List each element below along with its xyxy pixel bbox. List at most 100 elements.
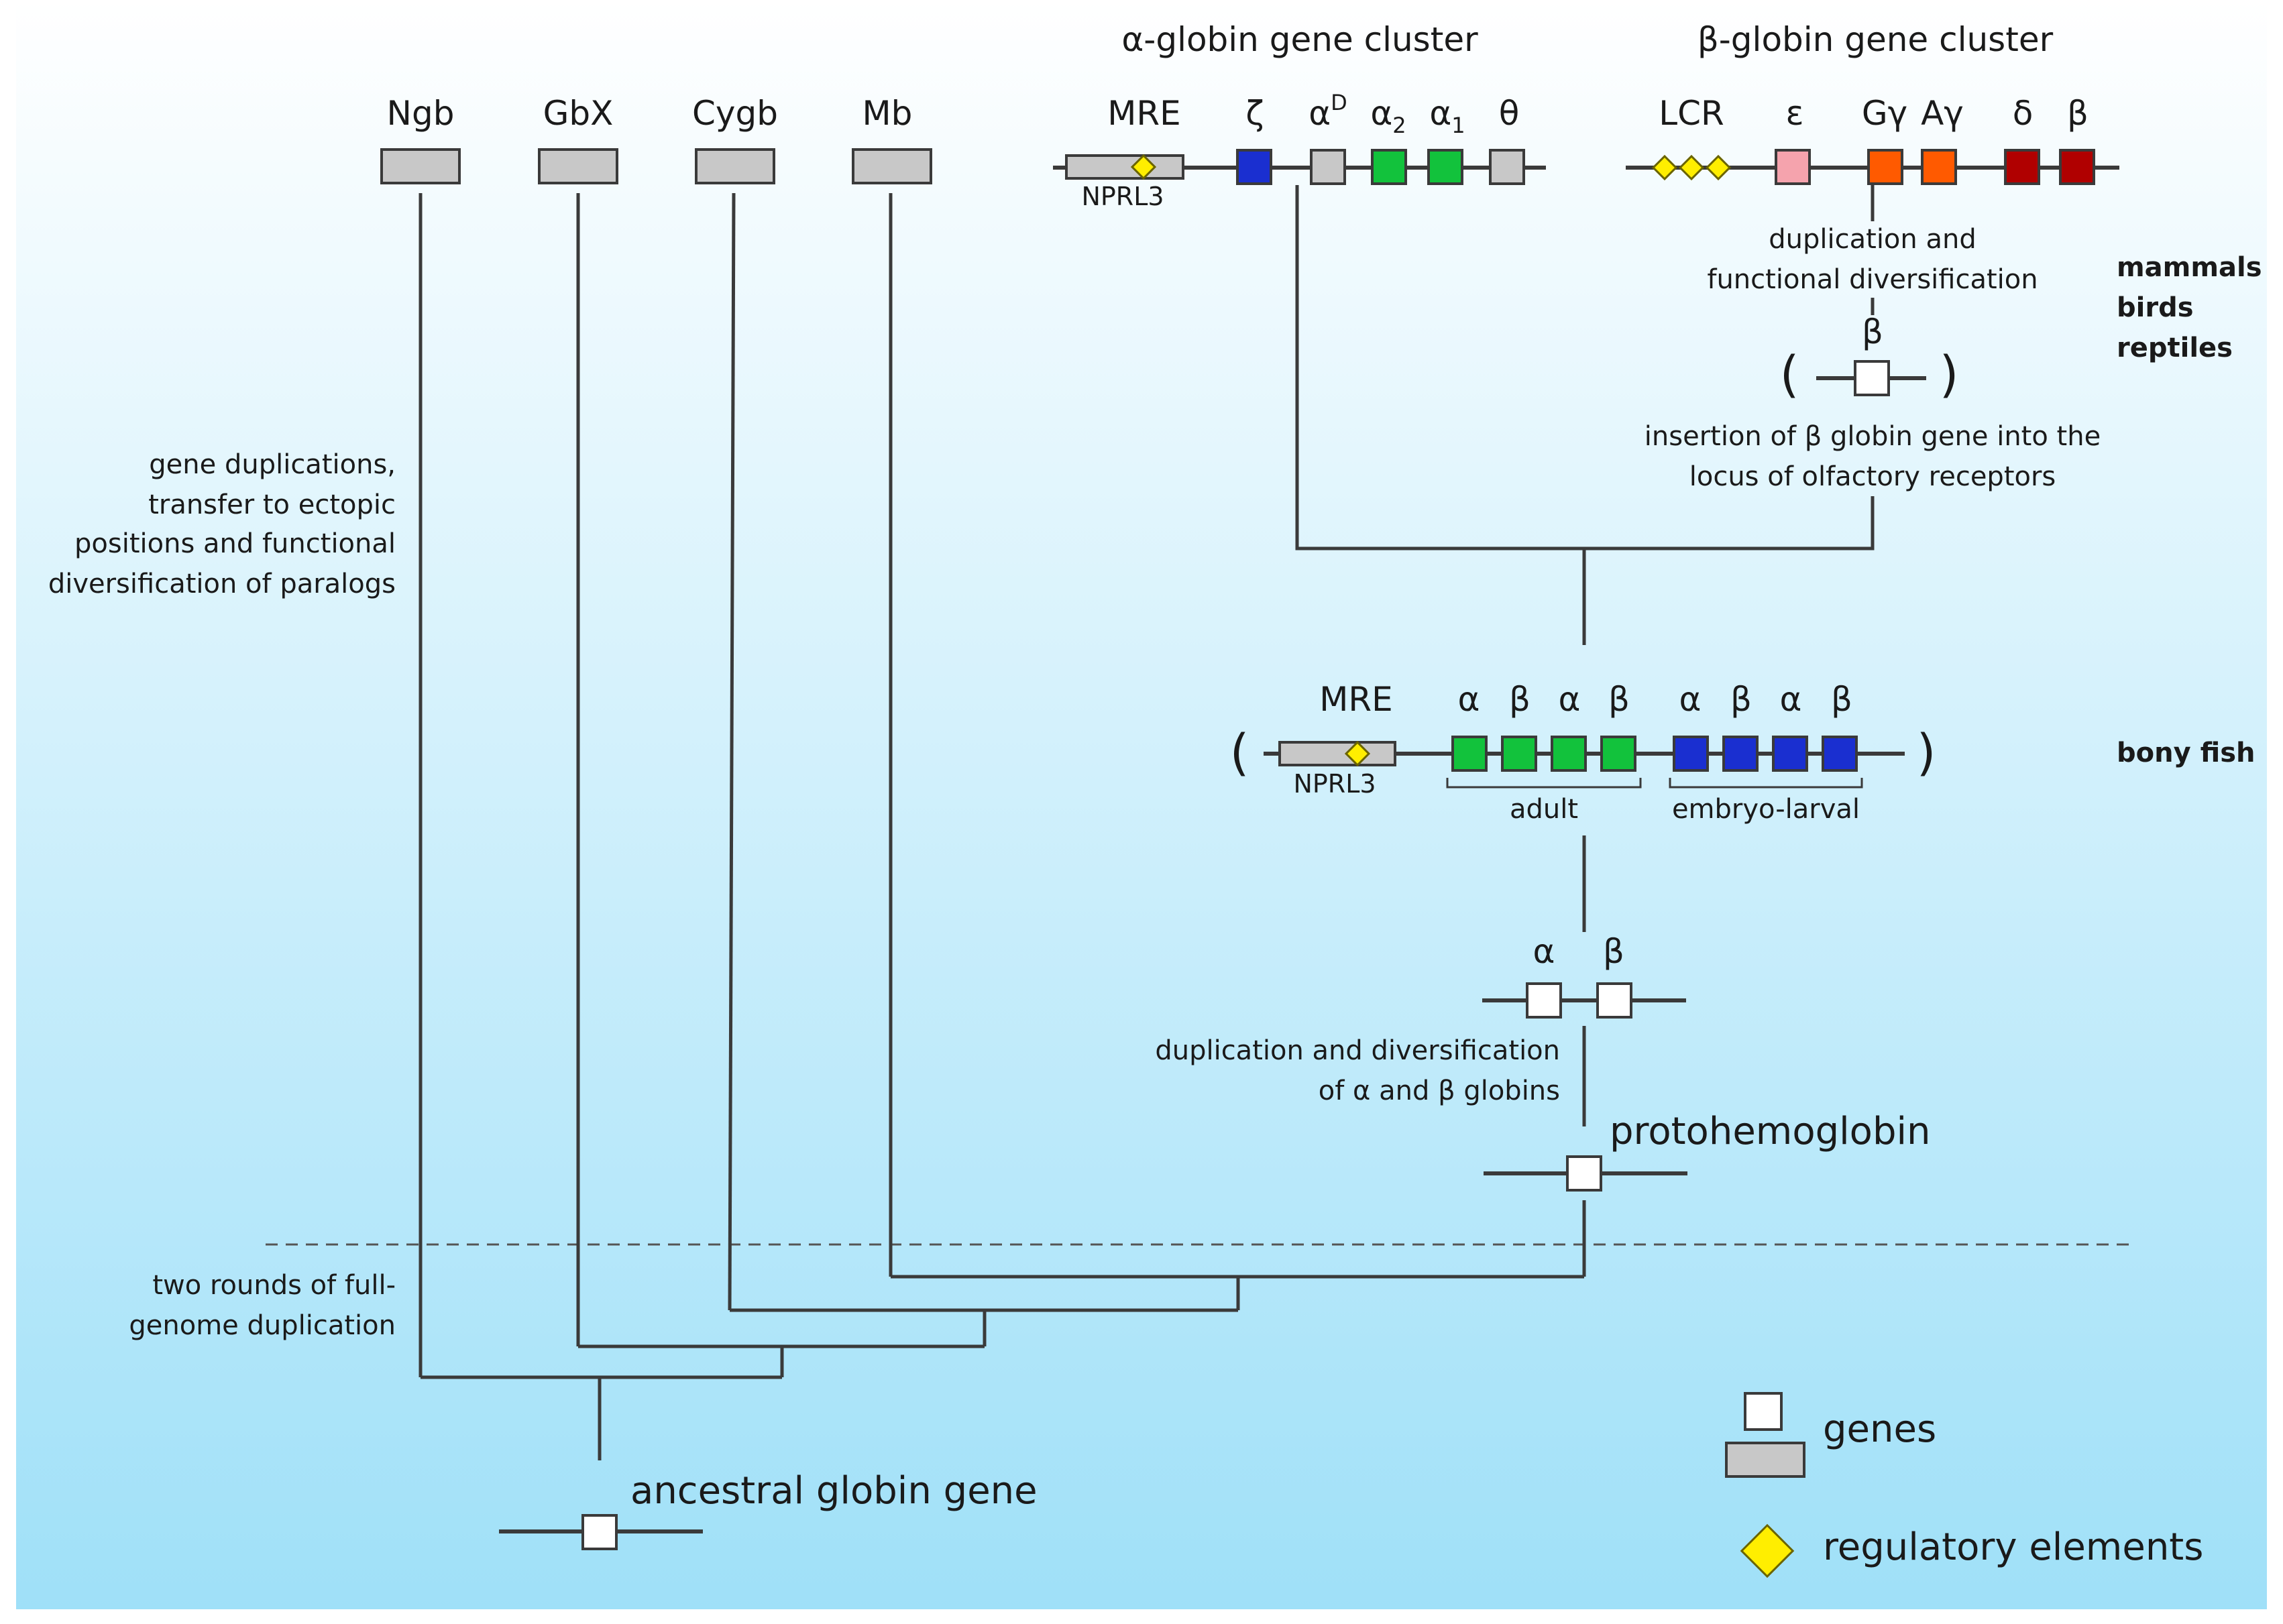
- ancestral-gene-label: ancestral globin gene: [630, 1469, 1038, 1513]
- fish-embryo-gene-4: [1822, 736, 1858, 772]
- fish-gene-label-7: α: [1780, 680, 1802, 719]
- fish-gene-label-1: α: [1458, 680, 1480, 719]
- fish-gene-label-5: α: [1679, 680, 1702, 719]
- paralog-gene-cygb: [695, 148, 775, 184]
- paralog-label-gbx: GbX: [543, 94, 614, 133]
- alpha-nprl3-gene: [1065, 154, 1184, 180]
- beta-lcr-label: LCR: [1659, 94, 1724, 133]
- legend: genes regulatory elements: [1725, 1392, 2203, 1578]
- gene-label-epsilon: ε: [1785, 94, 1803, 133]
- fish-embryo-gene-1: [1673, 736, 1709, 772]
- fish-adult-gene-2: [1501, 736, 1537, 772]
- gene-label-beta: β: [2067, 94, 2089, 133]
- alpha-globin-cluster: MRE NPRL3 ζ αD α2 α1 θ: [1053, 90, 1546, 211]
- gene-label-zeta: ζ: [1245, 94, 1264, 133]
- legend-genes-label: genes: [1823, 1407, 1936, 1451]
- legend-regulatory-diamond: [1740, 1523, 1795, 1578]
- gene-alpha-1: [1427, 149, 1463, 185]
- fish-embryo-gene-3: [1772, 736, 1808, 772]
- gene-alpha-2: [1371, 149, 1407, 185]
- fish-adult-gene-1: [1451, 736, 1488, 772]
- note-insertion-line1: insertion of β globin gene into the: [1645, 421, 2101, 452]
- gene-epsilon: [1775, 149, 1811, 185]
- fish-paren-close: ): [1917, 724, 1936, 782]
- gene-beta: [2059, 149, 2095, 185]
- protohemoglobin-label: protohemoglobin: [1610, 1110, 1931, 1153]
- beta-cluster-title: β-globin gene cluster: [1697, 20, 2054, 59]
- legend-gene-grey: [1725, 1442, 1805, 1478]
- fish-gene-label-3: α: [1559, 680, 1581, 719]
- paralog-genes: Ngb GbX Cygb Mb: [380, 94, 932, 184]
- fish-gene-label-8: β: [1831, 680, 1852, 719]
- note-two-rounds-line1: two rounds of full-: [152, 1270, 396, 1301]
- note-dup-func-line1: duplication and: [1769, 224, 1976, 255]
- lower-phylogeny: [419, 192, 1586, 1460]
- inserted-beta-gene: [1854, 360, 1890, 396]
- adult-label: adult: [1510, 794, 1578, 825]
- beta-lineage-branch: [1584, 496, 1875, 550]
- fish-embryo-gene-2: [1722, 736, 1759, 772]
- fish-adult-gene-4: [1600, 736, 1636, 772]
- fish-nprl3-label: NPRL3: [1293, 769, 1376, 799]
- paralog-label-cygb: Cygb: [692, 94, 778, 133]
- alpha-cluster-title: α-globin gene cluster: [1121, 20, 1478, 59]
- legend-gene-white: [1744, 1392, 1783, 1431]
- gene-label-alpha-d: αD: [1308, 90, 1347, 133]
- fish-paren-open: (: [1230, 724, 1249, 782]
- proto-alpha-label: α: [1533, 932, 1555, 971]
- ancestral-gene: [581, 1514, 618, 1550]
- gene-label-g-gamma: Gγ: [1862, 94, 1907, 133]
- legend-regulatory-label: regulatory elements: [1823, 1525, 2203, 1569]
- lcr-element-2: [1678, 154, 1705, 181]
- note-gene-dup-line1: gene duplications,: [149, 449, 396, 480]
- embryo-bracket: [1669, 778, 1863, 789]
- alpha-mre-label: MRE: [1107, 94, 1180, 133]
- paralog-gene-mb: [852, 148, 932, 184]
- insertion-paren-open: (: [1780, 346, 1799, 404]
- insertion-paren-close: ): [1940, 346, 1959, 404]
- gene-label-a-gamma: Aγ: [1921, 94, 1964, 133]
- note-dup-ab-line1: duplication and diversification: [1155, 1035, 1560, 1066]
- proto-beta-label: β: [1603, 932, 1624, 971]
- paralog-gene-gbx: [538, 148, 618, 184]
- fish-adult-gene-3: [1551, 736, 1587, 772]
- note-gene-dup-line4: diversification of paralogs: [48, 569, 396, 599]
- note-gene-dup-line3: positions and functional: [74, 528, 396, 559]
- cygb-branch: [728, 192, 736, 1311]
- beta-globin-cluster: LCR ε Gγ Aγ δ β: [1626, 94, 2119, 185]
- note-dup-func-line2: functional diversification: [1707, 264, 2038, 295]
- gene-theta: [1489, 149, 1525, 185]
- gene-label-theta: θ: [1499, 94, 1520, 133]
- gene-label-delta: δ: [2013, 94, 2034, 133]
- background: [16, 0, 2267, 1609]
- paralog-gene-ngb: [380, 148, 461, 184]
- note-dup-ab-line2: of α and β globins: [1319, 1076, 1560, 1106]
- protohemoglobin-gene: [1566, 1155, 1602, 1192]
- proto-alpha-gene: [1526, 982, 1562, 1019]
- gene-g-gamma: [1867, 149, 1903, 185]
- lcr-element-3: [1705, 154, 1732, 181]
- adult-bracket: [1446, 778, 1642, 789]
- alpha-mre-element: [1130, 154, 1157, 180]
- gene-label-alpha-2: α2: [1370, 94, 1406, 138]
- note-two-rounds-line2: genome duplication: [129, 1310, 396, 1341]
- gene-a-gamma: [1921, 149, 1957, 185]
- gene-alpha-d: [1310, 149, 1346, 185]
- group-mammals: mammals: [2117, 252, 2262, 283]
- note-gene-dup-line2: transfer to ectopic: [148, 489, 396, 520]
- paralog-label-ngb: Ngb: [387, 94, 455, 133]
- gene-delta: [2004, 149, 2040, 185]
- bony-fish-cluster: ( ) MRE NPRL3 α β α β α β α β adult embr…: [1230, 680, 1936, 825]
- proto-beta-gene: [1596, 982, 1632, 1019]
- gene-label-alpha-1: α1: [1429, 94, 1465, 138]
- gene-zeta: [1236, 149, 1272, 185]
- fish-gene-label-2: β: [1509, 680, 1530, 719]
- embryo-label: embryo-larval: [1672, 794, 1860, 825]
- alpha-cluster-branch: [1295, 185, 1584, 550]
- note-insertion-line2: locus of olfactory receptors: [1689, 461, 2056, 492]
- lcr-element-1: [1651, 154, 1678, 181]
- fish-mre-label: MRE: [1319, 680, 1392, 719]
- fish-mre-element: [1344, 740, 1371, 767]
- fish-nprl3-gene: [1278, 741, 1396, 766]
